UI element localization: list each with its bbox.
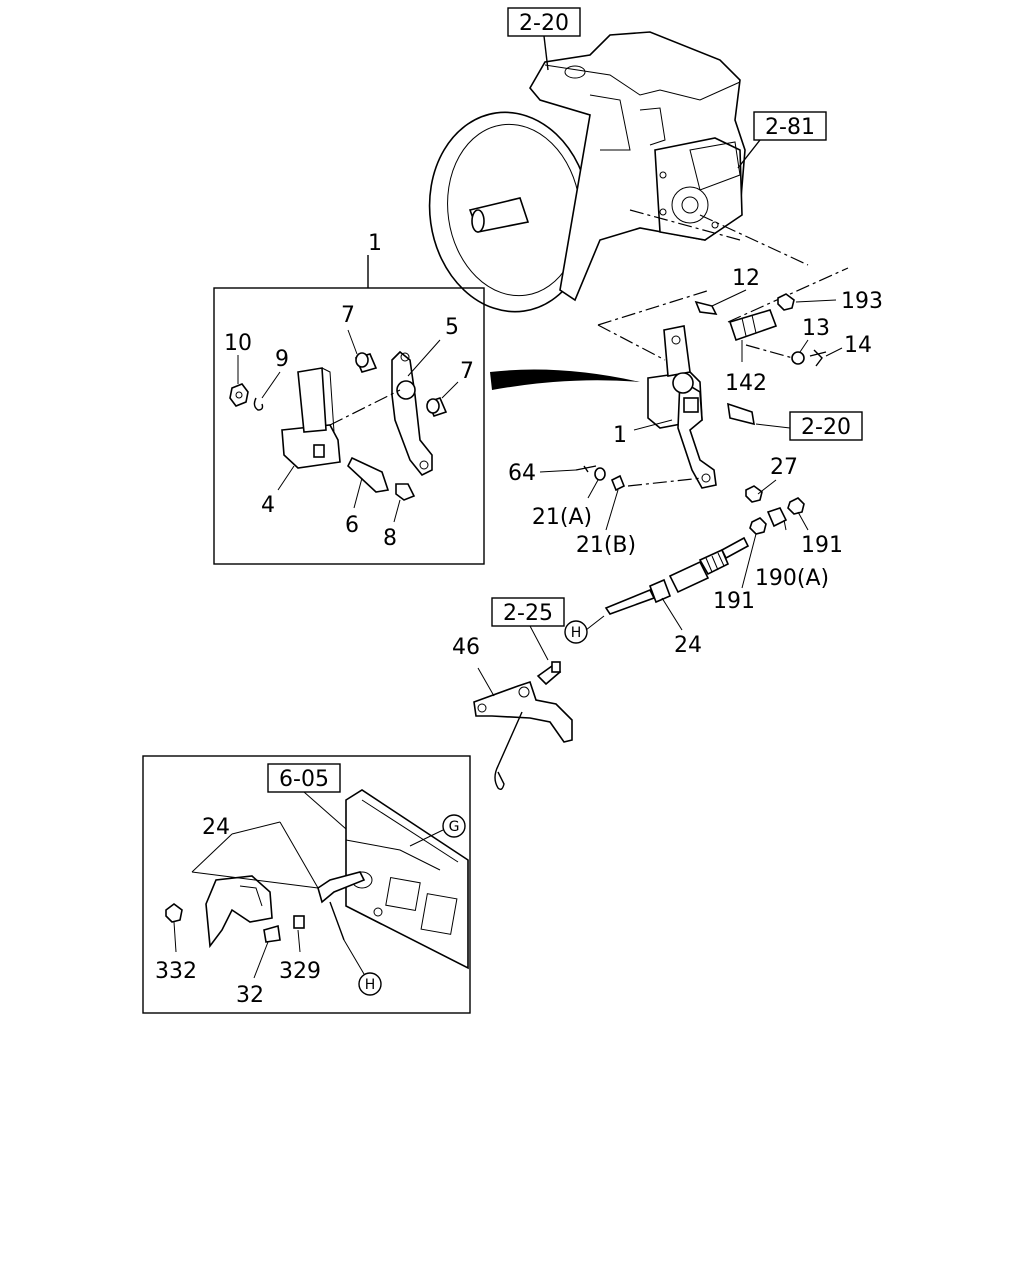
part-label-24-main: 24 [674, 633, 702, 658]
marker-g-inset: G [409, 814, 466, 847]
part-label-12: 12 [732, 266, 760, 291]
part-label-191-right: 191 [801, 533, 843, 558]
part-label-46: 46 [452, 635, 480, 660]
svg-text:H: H [365, 977, 376, 993]
part-label-27: 27 [770, 455, 798, 480]
part-label-24-inset: 24 [202, 815, 230, 840]
inset-cab-mount: 6-05 G 24 [142, 755, 471, 1014]
part-label-5: 5 [445, 315, 459, 340]
part-label-14: 14 [844, 333, 872, 358]
ref-box-6-05: 6-05 [267, 763, 355, 837]
part-label-10: 10 [224, 331, 252, 356]
marker-h-main: H [564, 620, 588, 644]
part-label-1-main: 1 [613, 423, 627, 448]
shift-cable: 191 190(A) 191 24 H [564, 497, 843, 658]
part-label-64: 64 [508, 461, 536, 486]
part-label-6: 6 [345, 513, 359, 538]
part-label-191-bottom: 191 [713, 589, 755, 614]
svg-text:2-20: 2-20 [519, 11, 569, 36]
svg-text:2-25: 2-25 [503, 601, 553, 626]
part-label-13: 13 [802, 316, 830, 341]
ref-box-2-20-right: 2-20 [789, 411, 863, 441]
inset-bracket-assembly: 1 10 9 [213, 231, 485, 565]
part-label-21a: 21(A) [532, 505, 592, 530]
part-label-332: 332 [155, 959, 197, 984]
part-label-9: 9 [275, 347, 289, 372]
part-label-1-inset: 1 [368, 231, 382, 256]
part-label-190a: 190(A) [755, 566, 829, 591]
svg-text:G: G [449, 819, 460, 835]
part-label-142: 142 [725, 371, 767, 396]
ref-box-2-25: 2-25 [491, 597, 565, 661]
part-label-21b: 21(B) [576, 533, 636, 558]
part-label-8: 8 [383, 526, 397, 551]
part-label-32: 32 [236, 983, 264, 1008]
svg-text:2-81: 2-81 [765, 115, 815, 140]
detail-arrow [490, 369, 640, 390]
svg-text:6-05: 6-05 [279, 767, 329, 792]
part-label-193: 193 [841, 289, 883, 314]
cable-bracket-46: 2-25 46 [452, 597, 573, 791]
part-label-329: 329 [279, 959, 321, 984]
part-label-4: 4 [261, 493, 275, 518]
ref-box-2-81: 2-81 [737, 111, 827, 169]
part-label-7-right: 7 [460, 359, 474, 384]
main-bracket-assembly: 12 193 13 14 142 1 64 21(A) 21(B) 27 2-2… [508, 266, 883, 558]
marker-h-inset: H [358, 972, 382, 996]
transmission-housing [428, 31, 746, 313]
svg-text:2-20: 2-20 [801, 415, 851, 440]
ref-box-2-20-top: 2-20 [507, 7, 581, 71]
part-label-7-top: 7 [341, 303, 355, 328]
svg-text:H: H [571, 625, 582, 641]
